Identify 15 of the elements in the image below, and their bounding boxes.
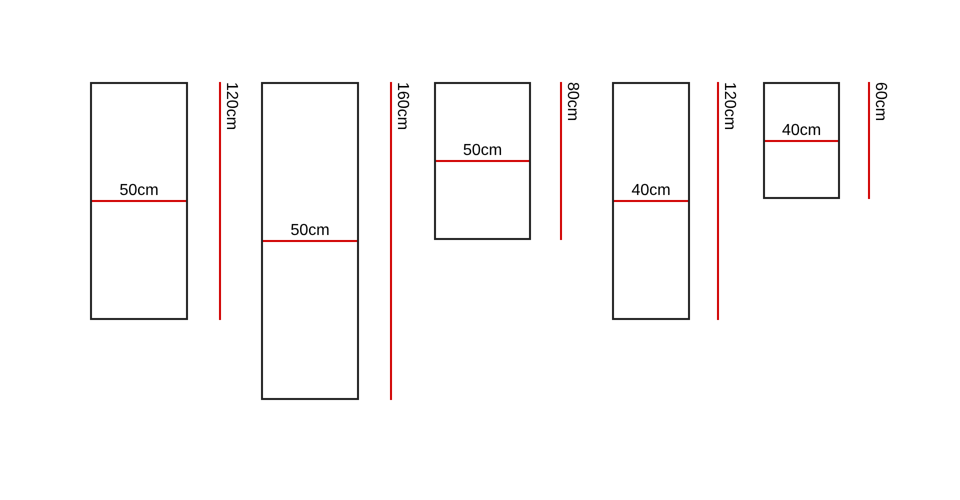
height-dimension-label: 60cm — [871, 82, 889, 122]
height-dimension-label: 80cm — [563, 82, 581, 122]
width-dimension-label: 50cm — [118, 182, 160, 200]
height-dimension-label: 160cm — [393, 82, 411, 130]
panel-outline — [261, 82, 359, 400]
width-dimension-label: 50cm — [289, 222, 331, 240]
panel-outline — [90, 82, 188, 320]
width-dimension-label: 50cm — [462, 142, 504, 160]
width-dimension-label: 40cm — [630, 182, 672, 200]
panel-outline — [763, 82, 840, 199]
height-dimension-label: 120cm — [720, 82, 738, 130]
width-dimension-label: 40cm — [780, 122, 822, 140]
panel-outline — [434, 82, 531, 240]
panel-outline — [612, 82, 690, 320]
height-dimension-label: 120cm — [222, 82, 240, 130]
